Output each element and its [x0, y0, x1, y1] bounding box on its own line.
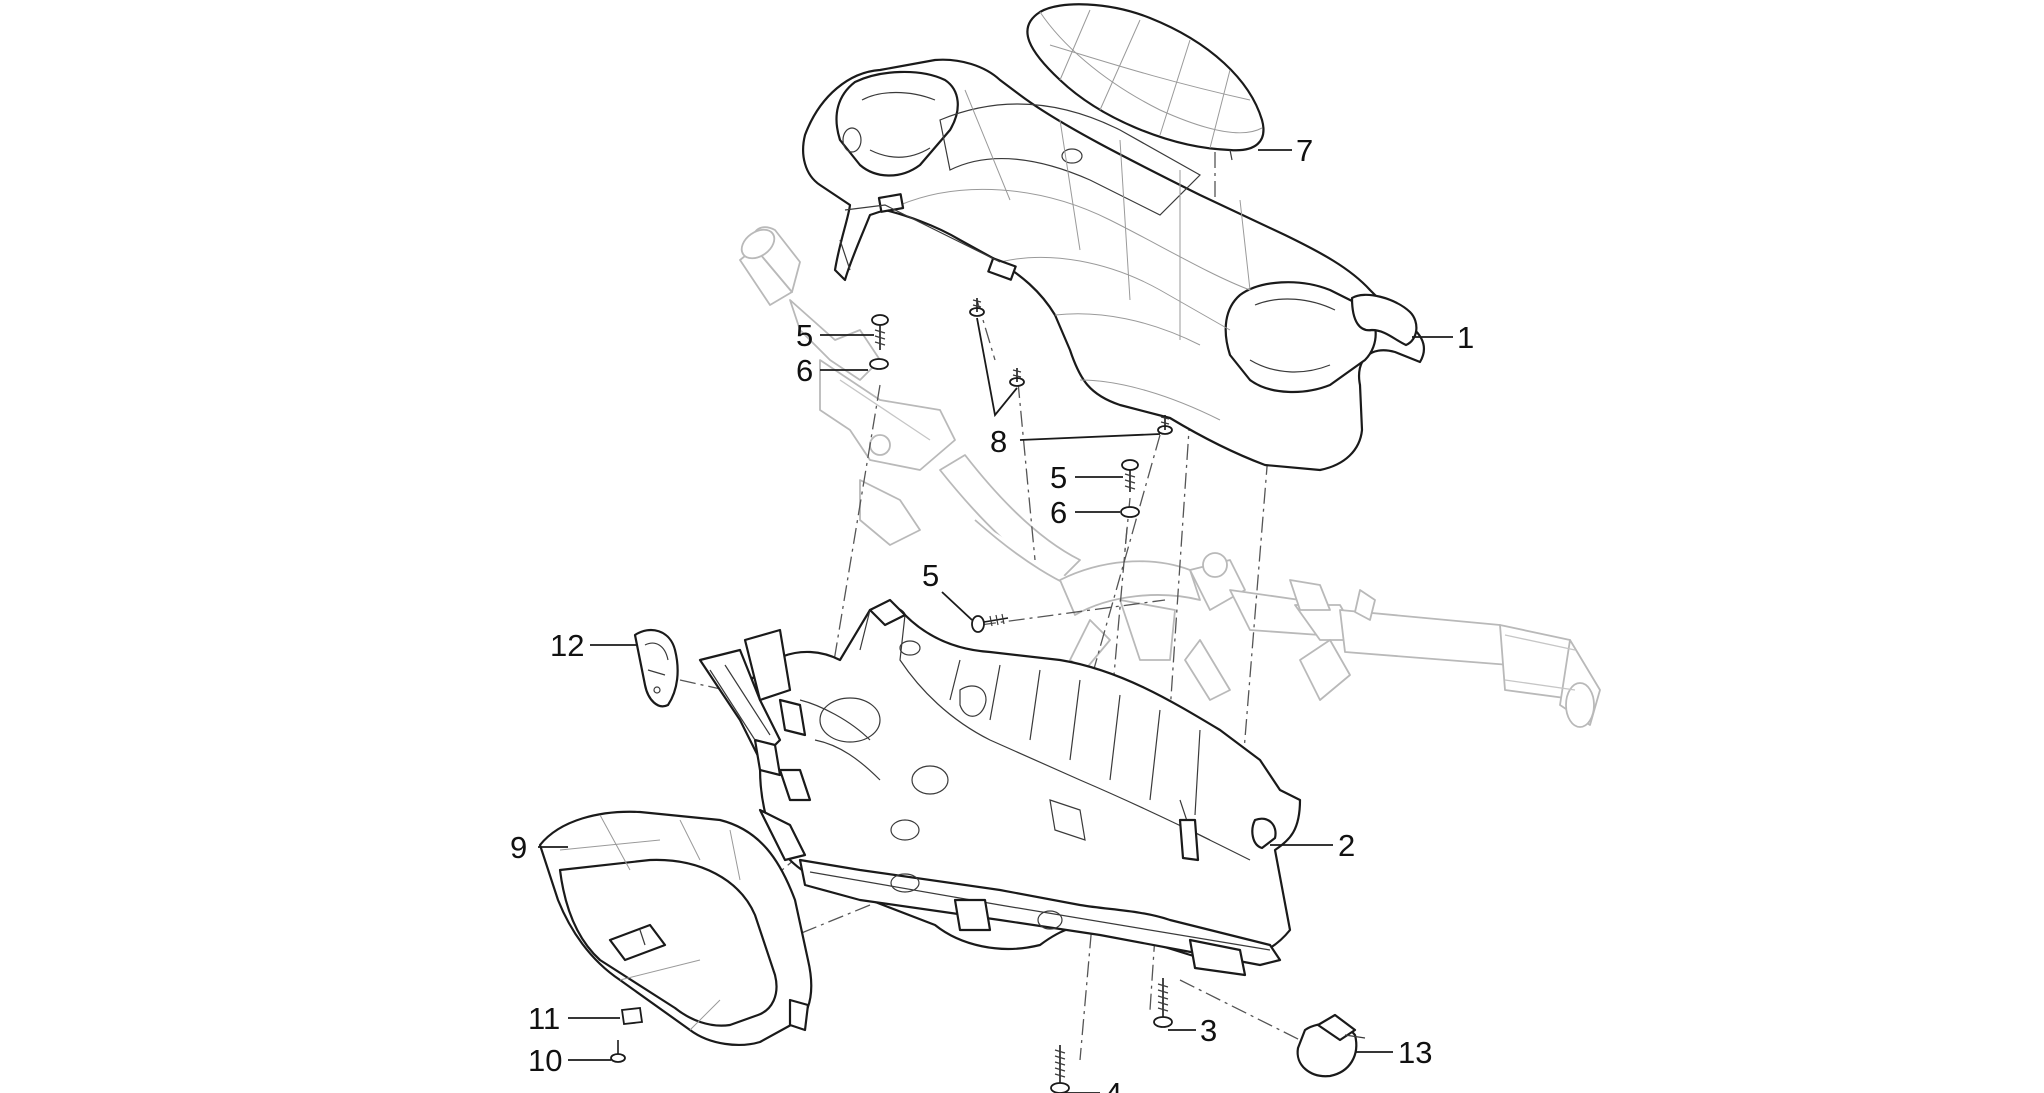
callout-5-middle: 5 — [1050, 460, 1067, 495]
callout-1: 1 — [1457, 320, 1474, 355]
callout-9: 9 — [510, 830, 527, 865]
washer-6-top-left — [869, 358, 889, 370]
screw-8-b — [1009, 368, 1025, 387]
callout-10: 10 — [528, 1043, 562, 1078]
callout-4: 4 — [1105, 1076, 1122, 1093]
callouts: 1 2 3 4 5 5 5 6 6 7 8 9 10 11 12 13 — [510, 133, 1474, 1093]
screw-8-c — [1157, 415, 1173, 435]
callout-12: 12 — [550, 628, 584, 663]
callout-11: 11 — [528, 1001, 560, 1036]
handlebar-ghost — [739, 226, 1601, 728]
part-1-upper-cover — [802, 58, 1426, 472]
screw-3 — [1153, 978, 1173, 1028]
callout-6-middle: 6 — [1050, 495, 1067, 530]
leader-lines — [538, 149, 1453, 1093]
screw-5-lower — [971, 613, 1009, 633]
part-7-top-cover — [1026, 3, 1265, 161]
fasteners — [610, 298, 1173, 1093]
part-12-clip — [633, 628, 679, 708]
callout-5-top: 5 — [796, 318, 813, 353]
nut-11 — [620, 1007, 644, 1025]
callout-5-lower: 5 — [922, 558, 939, 593]
part-9-instrument-frame — [538, 810, 813, 1046]
screw-8-a — [969, 298, 985, 317]
callout-3: 3 — [1200, 1013, 1217, 1048]
part-13-bracket — [1296, 1013, 1366, 1078]
screw-10 — [610, 1040, 626, 1063]
callout-13: 13 — [1398, 1035, 1432, 1070]
callout-7: 7 — [1296, 133, 1313, 168]
screw-4 — [1050, 1045, 1070, 1093]
callout-6-top: 6 — [796, 353, 813, 388]
callout-2: 2 — [1338, 828, 1355, 863]
callout-8: 8 — [990, 424, 1007, 459]
washer-6-middle — [1120, 506, 1140, 518]
screw-5-top-left — [871, 314, 889, 350]
screw-5-middle — [1121, 459, 1139, 492]
part-2-lower-cover — [698, 598, 1302, 977]
